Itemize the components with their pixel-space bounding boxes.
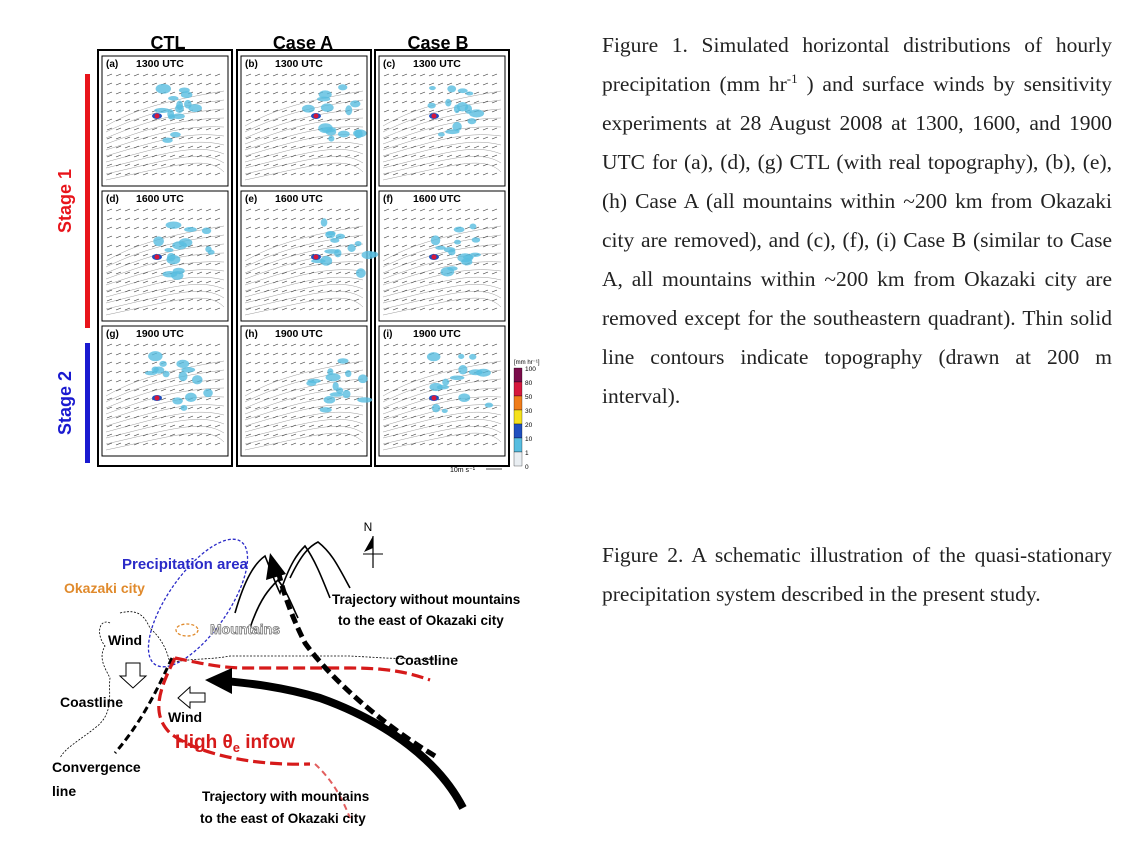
precipitation-area-ellipse xyxy=(147,538,249,668)
trajectory-with-arrowhead xyxy=(205,668,232,694)
wind-label-upper: Wind xyxy=(108,632,142,648)
trajectory-with-label-1: Trajectory with mountains xyxy=(202,789,369,804)
panel-time: 1900 UTC xyxy=(275,328,323,340)
wind-arrow-down-icon xyxy=(118,662,148,689)
colorbar-swatch xyxy=(513,423,523,439)
figure-2-schematic: N Precipitation area Okazaki city Mounta… xyxy=(52,520,520,826)
colorbar-tick: 30 xyxy=(525,408,533,415)
caption-1-superscript: -1 xyxy=(786,70,798,86)
panel-tag: (a) xyxy=(106,59,118,70)
panel-tag: (i) xyxy=(383,329,392,340)
panel-time: 1900 UTC xyxy=(136,328,184,340)
panel-b: (b) 1300 UTC xyxy=(240,55,368,187)
okazaki-city-label: Okazaki city xyxy=(64,580,145,596)
panel-time: 1600 UTC xyxy=(275,193,323,205)
panel-d: (d) 1600 UTC xyxy=(101,190,229,322)
column-title-case-a: Case A xyxy=(273,33,333,53)
panel-f: (f) 1600 UTC xyxy=(378,190,506,322)
trajectory-without-label-2: to the east of Okazaki city xyxy=(338,613,504,628)
coastline-left xyxy=(59,621,111,759)
coastline-left-2 xyxy=(119,611,171,664)
trajectory-without-mountains-arrow xyxy=(275,569,437,759)
colorbar-swatch xyxy=(513,437,523,453)
panel-time: 1300 UTC xyxy=(275,58,323,70)
panel-time: 1300 UTC xyxy=(413,58,461,70)
panel-time: 1900 UTC xyxy=(413,328,461,340)
panel-time: 1600 UTC xyxy=(413,193,461,205)
high-theta-e-tail xyxy=(314,763,351,819)
panel-tag: (h) xyxy=(245,329,258,340)
colorbar-swatch xyxy=(513,409,523,425)
panel-h: (h) 1900 UTC xyxy=(240,325,373,457)
colorbar-tick: 1 xyxy=(525,450,529,457)
panel-tag: (e) xyxy=(245,194,257,205)
convergence-line-label-1: Convergence xyxy=(52,759,141,775)
figure-1-caption: Figure 1. Simulated horizontal distribut… xyxy=(602,26,1112,416)
mountains-label: Mountains xyxy=(210,621,280,637)
panel-tag: (d) xyxy=(106,194,119,205)
trajectory-with-mountains-arrow xyxy=(224,677,467,810)
panel-tag: (g) xyxy=(106,329,119,340)
caption-1-prefix: Figure 1. Simulated horizontal distribut… xyxy=(602,33,1112,96)
stage-2-label: Stage 2 xyxy=(55,371,75,435)
colorbar-tick: 0 xyxy=(525,464,529,471)
trajectory-without-arrowhead xyxy=(266,553,286,580)
north-label: N xyxy=(364,520,373,534)
north-arrow-icon xyxy=(363,536,383,568)
high-theta-e-inflow-label: High θe infow xyxy=(175,732,295,755)
coastline-right-label: Coastline xyxy=(395,652,458,668)
column-title-case-b: Case B xyxy=(407,33,468,53)
panel-c: (c) 1300 UTC xyxy=(378,55,506,187)
panel-a: (a) 1300 UTC xyxy=(101,55,229,187)
column-frame-case-b xyxy=(374,49,510,467)
panel-time: 1600 UTC xyxy=(136,193,184,205)
colorbar-swatch xyxy=(513,451,523,467)
panel-i: (i) 1900 UTC xyxy=(378,325,506,457)
wind-arrow-left-icon xyxy=(177,685,206,710)
figure-1-panel-grid: CTL Case A Case B Stage 1 Stage 2 (a)130… xyxy=(55,33,540,474)
caption-1-suffix: ) and surface winds by sensitivity exper… xyxy=(602,72,1113,408)
okazaki-ellipse xyxy=(175,623,199,637)
wind-label-lower: Wind xyxy=(168,709,202,725)
colorbar-tick: 20 xyxy=(525,422,533,429)
column-title-ctl: CTL xyxy=(151,33,186,53)
panel-tag: (b) xyxy=(245,59,258,70)
high-theta-e-region xyxy=(157,656,431,766)
colorbar-swatch xyxy=(513,367,523,383)
coastline-left-label: Coastline xyxy=(60,694,123,710)
colorbar-swatch xyxy=(513,395,523,411)
wind-scale-label: 10m s⁻¹ xyxy=(450,467,476,474)
coastline-thin xyxy=(169,655,441,664)
convergence-line xyxy=(113,657,174,754)
colorbar-unit: [mm hr⁻¹] xyxy=(514,360,540,366)
column-frame-ctl xyxy=(97,49,233,467)
trajectory-without-label-1: Trajectory without mountains xyxy=(332,592,520,607)
colorbar-swatch xyxy=(513,381,523,397)
stage-1-bar xyxy=(85,74,90,328)
convergence-line-label-2: line xyxy=(52,783,76,799)
figure-2-caption: Figure 2. A schematic illustration of th… xyxy=(602,543,1112,606)
stage-1-label: Stage 1 xyxy=(55,169,75,233)
colorbar-tick: 50 xyxy=(525,394,533,401)
panel-tag: (f) xyxy=(383,194,393,205)
panel-e: (e) 1600 UTC xyxy=(240,190,379,322)
colorbar-tick: 10 xyxy=(525,436,533,443)
trajectory-with-label-2: to the east of Okazaki city xyxy=(200,811,366,826)
colorbar-tick: 100 xyxy=(525,366,536,373)
panel-tag: (c) xyxy=(383,59,395,70)
stage-2-bar xyxy=(85,343,90,463)
panel-time: 1300 UTC xyxy=(136,58,184,70)
colorbar-tick: 80 xyxy=(525,380,533,387)
panel-g: (g) 1900 UTC xyxy=(101,325,229,457)
precipitation-area-label: Precipitation area xyxy=(122,556,249,573)
